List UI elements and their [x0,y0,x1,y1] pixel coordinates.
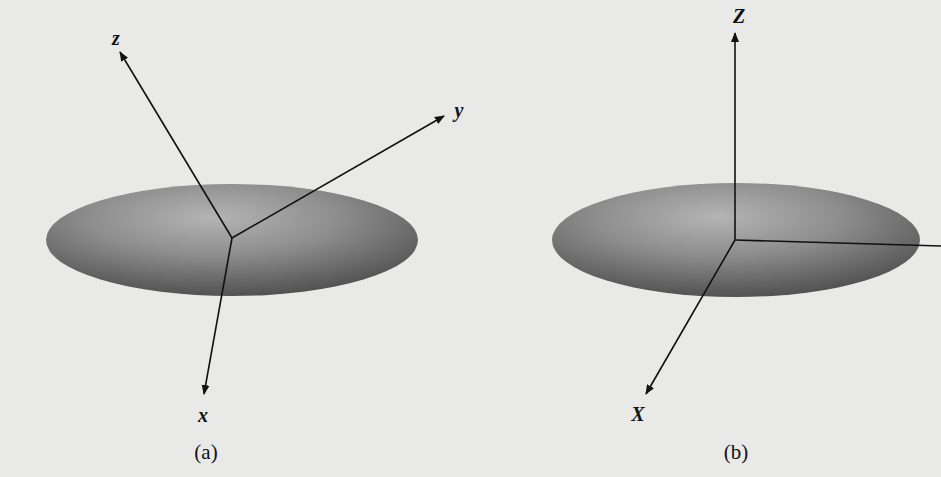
axis-label: z [112,28,120,48]
y-axis [232,116,444,238]
x-axis [204,238,232,394]
y-axis [735,240,941,246]
z-axis [734,33,736,240]
panel-label: (b) [724,442,749,463]
z-axis [120,52,232,238]
panel-label: (a) [194,442,217,463]
axis-label: x [198,405,208,425]
axis-label: X [631,404,644,424]
axis-label: Z [733,6,745,26]
axis-label: y [455,100,464,120]
x-axis [646,240,735,394]
